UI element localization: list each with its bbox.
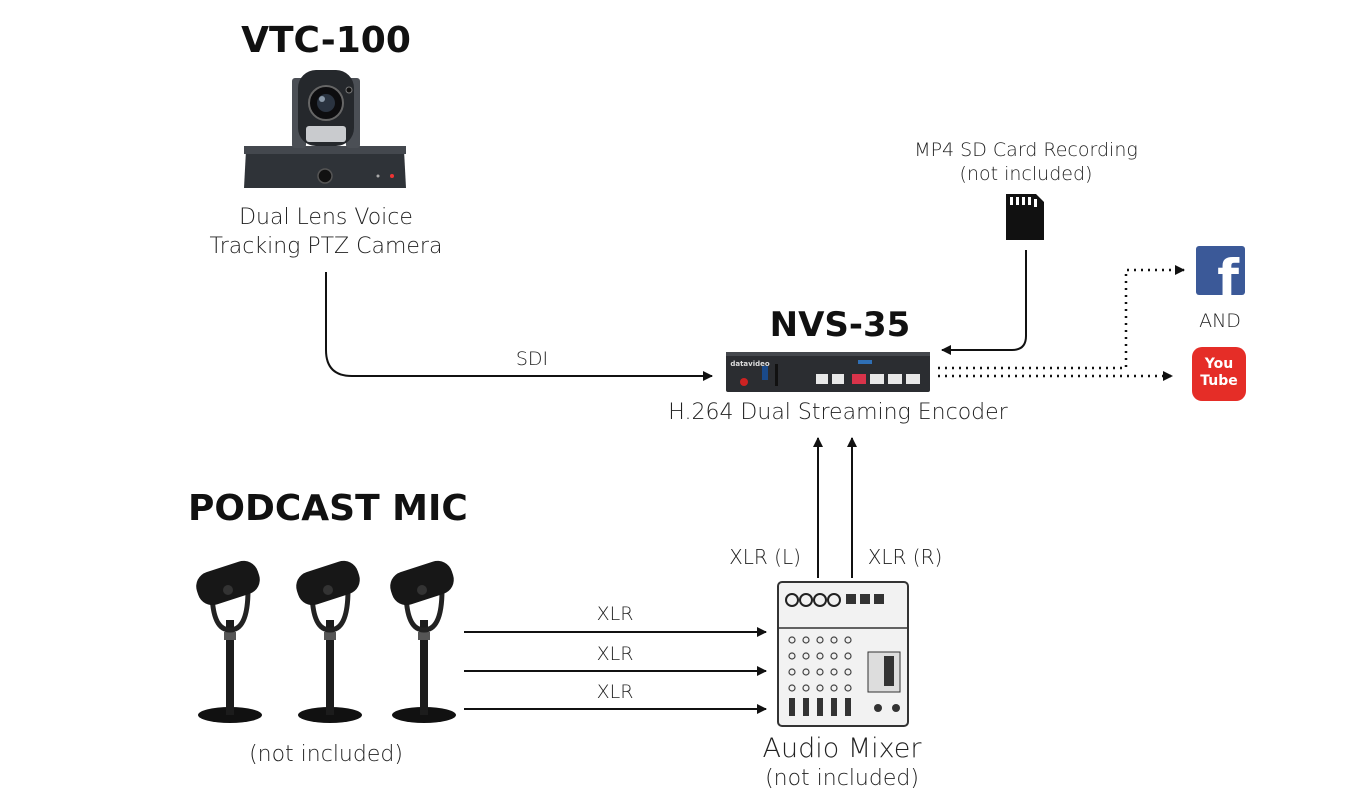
mic-2 xyxy=(296,560,362,723)
sd-card-label-line2: (not included) xyxy=(959,163,1093,185)
camera-model-title: VTC-100 xyxy=(241,20,411,61)
xlr-left-label: XLR (L) xyxy=(729,545,801,569)
encoder-description: H.264 Dual Streaming Encoder xyxy=(668,400,1008,425)
camera-description-line1: Dual Lens Voice xyxy=(239,205,413,230)
encoder-model-title: NVS-35 xyxy=(769,305,911,345)
sd-card-connection-line xyxy=(941,250,1027,355)
youtube-icon: You Tube xyxy=(1192,347,1246,401)
mic-1 xyxy=(196,560,262,723)
encoder-brand-logo: datavideo xyxy=(730,360,770,368)
platforms-connector-text: AND xyxy=(1199,310,1241,332)
mixer-note: (not included) xyxy=(765,766,919,791)
mics-note: (not included) xyxy=(249,742,403,767)
sdi-connection-line xyxy=(325,272,713,381)
xlr-mic2-label: XLR xyxy=(596,643,634,665)
youtube-tube-text: Tube xyxy=(1200,373,1238,389)
facebook-icon: f xyxy=(1196,246,1245,295)
mixer-title: Audio Mixer xyxy=(762,733,922,764)
xlr-mic3-label: XLR xyxy=(596,681,634,703)
camera-description-line2: Tracking PTZ Camera xyxy=(209,234,443,259)
xlr-mic1-label: XLR xyxy=(596,603,634,625)
sd-card-label-line1: MP4 SD Card Recording xyxy=(914,139,1138,161)
facebook-glyph: f xyxy=(1217,249,1239,295)
stream-to-facebook-line xyxy=(938,265,1185,370)
xlr-right-label: XLR (R) xyxy=(867,545,943,569)
mic-3 xyxy=(390,560,456,723)
youtube-you-text: You xyxy=(1204,356,1234,372)
sdi-label: SDI xyxy=(515,348,549,370)
mics-title: PODCAST MIC xyxy=(188,488,468,529)
